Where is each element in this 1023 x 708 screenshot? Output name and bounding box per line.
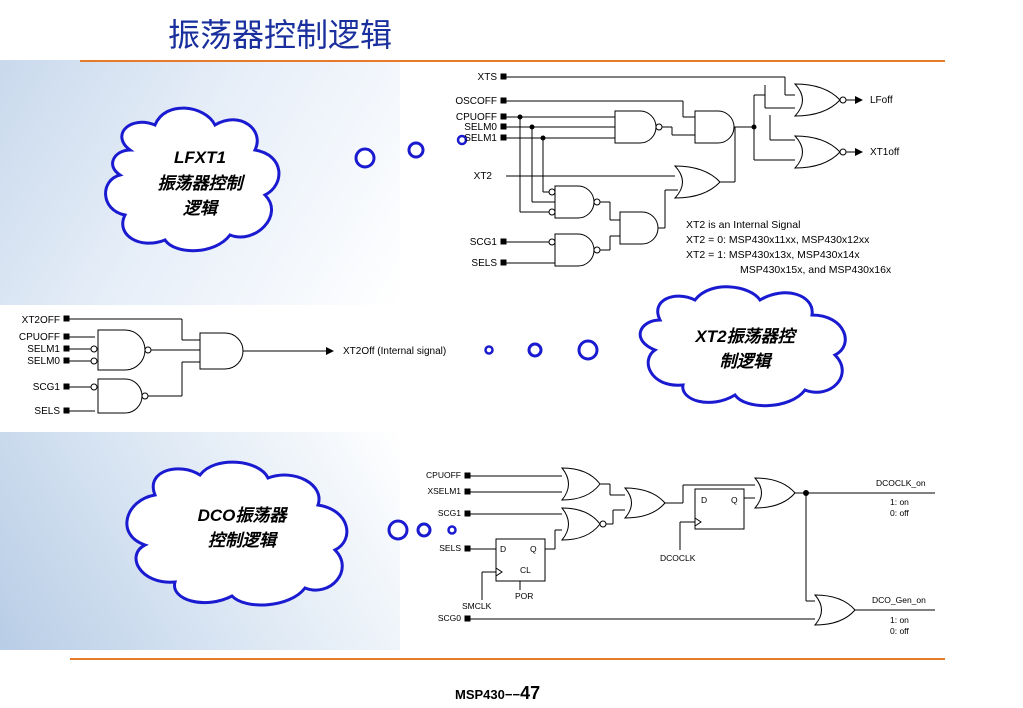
thought-bubble — [484, 345, 494, 355]
dco-circuit — [464, 467, 935, 626]
clock-label: DCOCLK — [660, 553, 696, 563]
title-divider — [80, 60, 945, 62]
thought-bubble — [416, 522, 432, 538]
xt2-input-label: SELM1 — [27, 344, 60, 355]
cloud-dco: DCO振荡器 控制逻辑 — [125, 460, 349, 607]
thought-bubble — [527, 342, 543, 358]
lfxt1-output-label: LFoff — [870, 95, 893, 106]
thought-bubble — [354, 147, 376, 169]
xt2-note-line: MSP430x15x, and MSP430x16x — [740, 264, 892, 276]
dco-labels: CPUOFF XSELM1 SCG1 SELS SCG0 D Q CL D Q … — [426, 470, 926, 636]
lfxt1-input-label: OSCOFF — [455, 96, 497, 107]
footer-dashes: −− — [504, 687, 521, 702]
dco-output-state: 0: off — [890, 508, 909, 518]
ff2-pin-label: D — [701, 495, 707, 505]
thought-bubble — [456, 134, 468, 146]
dco-input-label: SCG1 — [438, 508, 461, 518]
cloud-lfxt1-line3: 逻辑 — [183, 199, 220, 218]
dco-output-state: 1: on — [890, 497, 909, 507]
xt2-input-label: SCG1 — [33, 382, 61, 393]
xt2-output-label: XT2Off (Internal signal) — [343, 346, 446, 357]
cloud-xt2-line2: 制逻辑 — [720, 352, 774, 371]
lfxt1-labels: XTS OSCOFF CPUOFF SELM0 SELM1 XT2 SCG1 S… — [455, 72, 899, 276]
cloud-dco-line2: 控制逻辑 — [208, 531, 279, 550]
ff1-pin-label: CL — [520, 565, 531, 575]
dco-input-label: XSELM1 — [427, 486, 461, 496]
cloud-lfxt1-line2: 振荡器控制 — [158, 174, 246, 193]
ff1-pin-label: D — [500, 544, 506, 554]
footer-prefix: MSP430 — [455, 687, 505, 702]
xt2-note-line: XT2 is an Internal Signal — [686, 219, 800, 231]
xt2-labels: XT2OFF CPUOFF SELM1 SELM0 SCG1 SELS XT2O… — [19, 315, 446, 417]
lfxt1-input-label: SELM1 — [464, 133, 497, 144]
dco-input-label: CPUOFF — [426, 470, 461, 480]
lfxt1-input-label: XTS — [478, 72, 498, 83]
dco-input-label: SCG0 — [438, 613, 461, 623]
lfxt1-output-label: XT1off — [870, 147, 899, 158]
xt2-note-line: XT2 = 0: MSP430x11xx, MSP430x12xx — [686, 234, 870, 246]
cloud-lfxt1: LFXT1 振荡器控制 逻辑 — [104, 106, 281, 253]
dco-output-state: 0: off — [890, 626, 909, 636]
ff2-pin-label: Q — [731, 495, 738, 505]
dco-input-label: SELS — [439, 543, 461, 553]
xt2-circuit — [63, 315, 334, 414]
por-label: POR — [515, 591, 533, 601]
ff1-pin-label: Q — [530, 544, 537, 554]
thought-bubble — [447, 525, 457, 535]
cloud-xt2: XT2振荡器控 制逻辑 — [638, 285, 847, 408]
thought-bubble — [387, 519, 409, 541]
lfxt1-input-label: XT2 — [474, 171, 493, 182]
cloud-dco-line1: DCO振荡器 — [198, 506, 289, 525]
dco-output-state: 1: on — [890, 615, 909, 625]
page-footer: MSP430−−47 — [455, 683, 540, 704]
lfxt1-input-label: SCG1 — [470, 237, 498, 248]
xt2-note-line: XT2 = 1: MSP430x13x, MSP430x14x — [686, 249, 860, 261]
xt2-input-label: CPUOFF — [19, 332, 60, 343]
lfxt1-circuit — [500, 73, 863, 267]
thought-bubble — [407, 141, 425, 159]
dco-output-label: DCOCLK_on — [876, 478, 926, 488]
footer-divider — [70, 658, 945, 660]
lfxt1-input-label: CPUOFF — [456, 112, 497, 123]
page-number: 47 — [520, 683, 541, 703]
xt2-input-label: SELM0 — [27, 356, 60, 367]
page-title: 振荡器控制逻辑 — [168, 16, 393, 54]
cloud-lfxt1-line1: LFXT1 — [174, 148, 226, 167]
thought-bubble — [577, 339, 599, 361]
cloud-xt2-line1: XT2振荡器控 — [694, 327, 797, 346]
xt2-input-label: SELS — [34, 406, 60, 417]
lfxt1-input-label: SELS — [471, 258, 497, 269]
xt2-input-label: XT2OFF — [22, 315, 60, 326]
clock-label: SMCLK — [462, 601, 492, 611]
dco-output-label: DCO_Gen_on — [872, 595, 926, 605]
lfxt1-input-label: SELM0 — [464, 122, 497, 133]
